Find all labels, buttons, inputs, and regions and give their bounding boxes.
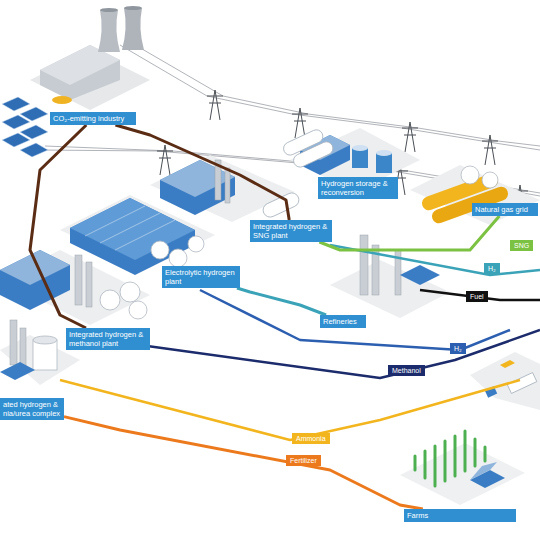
- facility-label: Integrated hydrogen & methanol plant: [66, 328, 150, 350]
- pylon: [157, 145, 173, 175]
- methanol-plant: [0, 250, 150, 325]
- sng-plant: [150, 155, 301, 222]
- pipeline-connector: [319, 216, 499, 250]
- facility-name: Farms: [407, 511, 513, 520]
- ammonia-complex: [33, 340, 57, 370]
- electrolysis-hall: [169, 249, 187, 267]
- methanol-plant: [75, 255, 82, 305]
- facility-label: ated hydrogen & nia/urea complex: [0, 398, 64, 420]
- sng-plant: [261, 191, 301, 220]
- pipeline-tag: SNG: [510, 240, 533, 251]
- farm: [470, 462, 497, 480]
- pipeline-connector: [237, 288, 326, 315]
- ammonia-complex: [33, 336, 57, 344]
- ammonia-complex: [20, 328, 26, 368]
- solar-panel: [2, 133, 30, 147]
- industry-building: [30, 6, 150, 110]
- methanol-plant: [129, 301, 147, 319]
- pylon: [292, 108, 308, 138]
- solar-panel: [2, 97, 30, 111]
- sng-plant: [225, 168, 230, 203]
- pylon: [207, 90, 223, 120]
- facility-label: CO₂-emitting industry: [50, 112, 136, 125]
- facility-name: Integrated hydrogen & SNG plant: [253, 222, 329, 240]
- filling-station: [470, 352, 540, 410]
- pylon: [402, 122, 418, 152]
- electrolysis-hall: [151, 241, 169, 259]
- gas-grid-station: [461, 166, 479, 184]
- industry-building: [124, 6, 142, 10]
- gas-grid-station: [410, 165, 540, 225]
- facility-name: Hydrogen storage & reconversion: [321, 179, 395, 197]
- methanol-plant: [100, 290, 120, 310]
- power-line: [40, 42, 540, 196]
- gas-grid-station: [410, 165, 540, 225]
- pipeline-tag: Fuel: [466, 291, 488, 302]
- ammonia-complex: [0, 362, 35, 380]
- farm: [470, 470, 505, 488]
- pipeline: [200, 290, 510, 350]
- storage-facility: [352, 145, 368, 151]
- industry-building: [122, 8, 144, 50]
- pipeline-tag: Ammonia: [292, 433, 330, 444]
- facility-label: Natural gas grid: [472, 203, 538, 216]
- industry-building: [100, 8, 118, 12]
- pipeline-tag: Fertilizer: [286, 455, 321, 466]
- pipeline-tag: Methanol: [388, 365, 425, 376]
- facility-name: Refineries: [323, 317, 363, 326]
- pipeline-connector: [115, 125, 289, 220]
- facility-label: Integrated hydrogen & SNG plant: [250, 220, 332, 242]
- pipeline-connector: [30, 125, 86, 328]
- sng-plant: [160, 160, 235, 197]
- solar-panel: [2, 115, 30, 129]
- pipeline-tag: H₂: [484, 263, 500, 274]
- industry-building: [52, 96, 72, 104]
- power-line: [130, 42, 540, 146]
- farm: [400, 443, 525, 505]
- storage-facility: [291, 140, 335, 170]
- refinery: [400, 265, 440, 285]
- industry-building: [40, 45, 120, 100]
- electrolysis-hall: [188, 236, 204, 252]
- facility-name: Electrolytic hydrogen plant: [165, 268, 237, 286]
- facility-label: Refineries: [320, 315, 366, 328]
- filling-station: [470, 352, 540, 410]
- facility-name: ated hydrogen & nia/urea complex: [3, 400, 61, 418]
- pipeline: [140, 330, 540, 378]
- pylon: [482, 135, 498, 165]
- methanol-plant: [0, 250, 150, 325]
- gas-grid-station: [482, 172, 498, 188]
- facility-label: Hydrogen storage & reconversion: [318, 177, 398, 199]
- facility-name: Natural gas grid: [475, 205, 535, 214]
- pipeline-connector: [64, 417, 423, 509]
- solar-panel: [20, 143, 48, 157]
- methanol-plant: [0, 250, 70, 285]
- facility-label: Farms: [404, 509, 516, 522]
- facility-label: Electrolytic hydrogen plant: [162, 266, 240, 288]
- ammonia-complex: [10, 320, 17, 365]
- pipeline-tag: H₂: [450, 343, 466, 354]
- farm: [400, 431, 525, 505]
- facility-name: Integrated hydrogen & methanol plant: [69, 330, 147, 348]
- industry-building: [98, 10, 120, 52]
- methanol-plant: [86, 262, 92, 307]
- solar-panel: [2, 97, 48, 157]
- filling-station: [500, 360, 515, 368]
- pipeline: [60, 245, 540, 440]
- methanol-plant: [120, 282, 140, 302]
- storage-facility: [376, 150, 392, 156]
- facility-name: CO₂-emitting industry: [53, 114, 133, 123]
- power-line: [120, 45, 540, 150]
- refinery: [330, 260, 450, 318]
- refinery: [360, 235, 368, 295]
